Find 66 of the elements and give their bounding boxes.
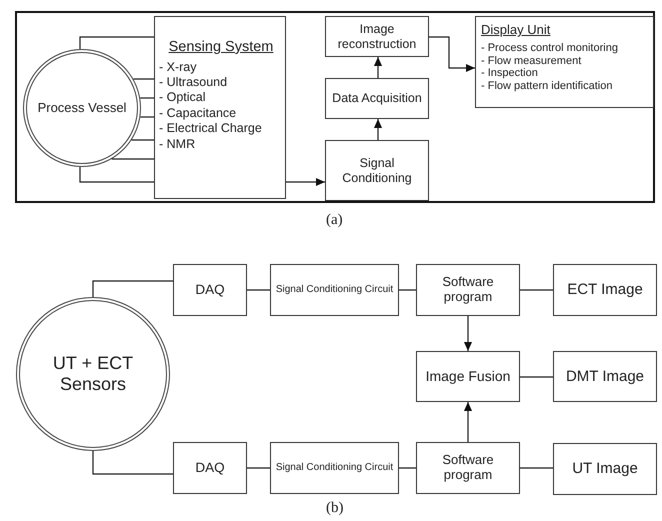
- list-item: - Flow measurement: [481, 54, 582, 68]
- connector-line: [92, 280, 173, 297]
- process-box: [173, 442, 247, 494]
- node-label: Image Fusion: [426, 368, 510, 385]
- node-label: UT Image: [572, 460, 638, 478]
- connector-line: [133, 78, 154, 80]
- node-label: Process Vessel: [38, 100, 126, 116]
- process-box: [416, 351, 520, 402]
- process-box: [553, 264, 657, 316]
- connector-line: [520, 289, 553, 291]
- node-label: DAQ: [195, 460, 225, 476]
- list-item: - Flow pattern identification: [481, 80, 614, 92]
- arrow: [464, 402, 472, 442]
- list-item: - Electrical Charge: [159, 121, 263, 136]
- arrow: [464, 316, 472, 351]
- connector-line: [112, 158, 154, 160]
- arrow: [429, 36, 475, 72]
- connector-line: [399, 289, 416, 291]
- list-item: - Optical: [159, 90, 207, 105]
- node-label: Data Acquisition: [332, 91, 422, 106]
- connector-line: [520, 467, 553, 469]
- process-box: [416, 442, 520, 494]
- arrow: [286, 178, 325, 186]
- process-box: [173, 264, 247, 316]
- node-label: Signal Conditioning: [341, 156, 413, 185]
- process-box: [475, 16, 654, 108]
- connector-line: [140, 97, 154, 99]
- connector-line: [399, 467, 416, 469]
- connector-line: [247, 289, 270, 291]
- connector-line: [79, 36, 154, 50]
- list-item: - Ultrasound: [159, 75, 228, 90]
- list-item: - Process control monitoring: [481, 42, 619, 55]
- section-heading: Display Unit: [481, 23, 552, 38]
- arrow: [374, 57, 382, 78]
- node-label: Software program: [441, 275, 495, 305]
- process-box: [325, 140, 429, 201]
- node-label: DMT Image: [566, 368, 644, 386]
- connector-line: [140, 116, 154, 118]
- process-box: [270, 442, 399, 494]
- node-label: ECT Image: [567, 281, 643, 299]
- connector-line: [132, 139, 154, 141]
- panel-caption: (b): [326, 500, 344, 517]
- list-item: - Capacitance: [159, 106, 238, 120]
- process-box: [553, 443, 657, 495]
- node-label: Signal Conditioning Circuit: [276, 462, 394, 474]
- arrow: [374, 119, 382, 140]
- node-label: Image reconstruction: [336, 22, 418, 51]
- node-label: Software program: [441, 453, 495, 483]
- list-item: - Inspection: [481, 67, 539, 80]
- process-box: [154, 16, 286, 199]
- process-box: [325, 78, 429, 119]
- connector-line: [92, 451, 173, 475]
- connector-line: [79, 166, 154, 183]
- connector-line: [520, 376, 553, 378]
- process-box: [325, 16, 429, 57]
- connector-line: [247, 467, 270, 469]
- process-box: [553, 351, 657, 402]
- process-box: [270, 264, 399, 316]
- node-label: UT + ECT Sensors: [52, 353, 134, 395]
- list-item: - X-ray: [159, 60, 198, 74]
- section-heading: Sensing System: [168, 39, 274, 56]
- list-item: - NMR: [159, 136, 196, 151]
- node-label: DAQ: [195, 282, 225, 298]
- node-label: Signal Conditioning Circuit: [276, 284, 394, 296]
- process-box: [416, 264, 520, 316]
- panel-caption: (a): [326, 212, 343, 229]
